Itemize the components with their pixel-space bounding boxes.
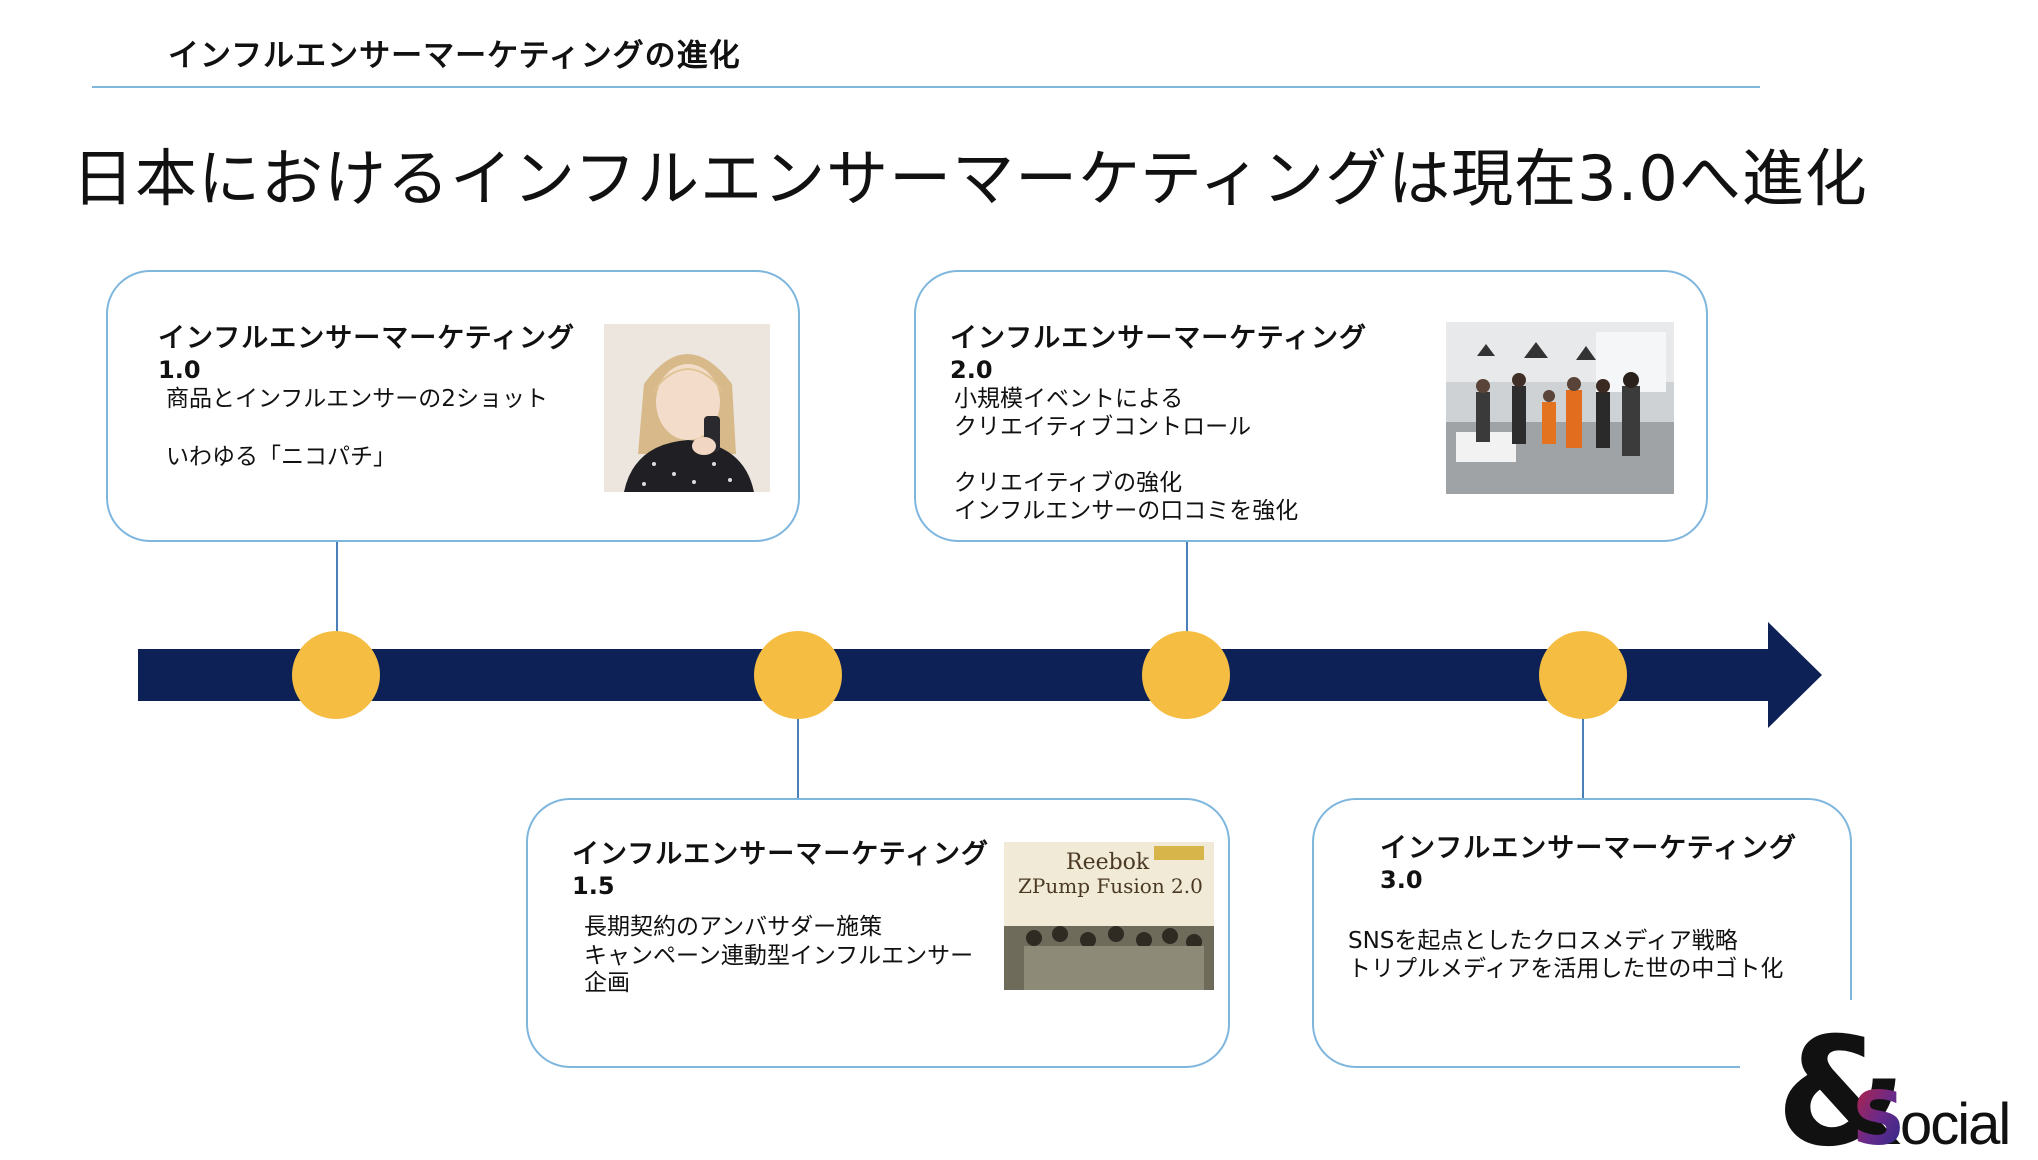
card-influencer-2-0: インフルエンサーマーケティング 2.0 小規模イベントによる クリエイティブコン…	[914, 270, 1708, 542]
card-text-line: いわゆる「ニコパチ」	[166, 444, 396, 470]
card-version: 2.0	[950, 356, 993, 384]
card-text-line: クリエイティブコントロール	[954, 414, 1252, 440]
card-text-line: 長期契約のアンバサダー施策	[584, 914, 883, 940]
photo-caption-product: ZPump Fusion 2.0	[1018, 874, 1203, 898]
social-logo: & S ocial	[1776, 1006, 2012, 1160]
card-influencer-1-0: インフルエンサーマーケティング 1.0 商品とインフルエンサーの2ショット いわ…	[106, 270, 800, 542]
card-version: 3.0	[1380, 866, 1423, 894]
card-text-line: SNSを起点としたクロスメディア戦略	[1348, 928, 1738, 954]
page-title: 日本におけるインフルエンサーマーケティングは現在3.0へ進化	[72, 142, 1868, 215]
card-version: 1.0	[158, 356, 201, 384]
logo-brand-rest: ocial	[1900, 1092, 2009, 1156]
timeline-dot-1	[292, 631, 380, 719]
section-header: インフルエンサーマーケティングの進化	[168, 38, 741, 74]
timeline-dot-4	[1539, 631, 1627, 719]
card-text-line: トリプルメディアを活用した世の中ゴト化	[1348, 956, 1784, 982]
connector-line-2	[797, 718, 799, 800]
reebok-event-photo: Reebok ZPump Fusion 2.0	[1004, 842, 1214, 990]
card-text-line: 小規模イベントによる	[954, 386, 1184, 412]
timeline-dot-2	[754, 631, 842, 719]
card-title: インフルエンサーマーケティング	[1380, 833, 1798, 864]
timeline-arrow-head	[1768, 622, 1822, 728]
card-text-line: クリエイティブの強化	[954, 470, 1183, 496]
card-text-line: 企画	[584, 970, 630, 996]
card-text-line: インフルエンサーの口コミを強化	[954, 498, 1299, 524]
salon-event-photo	[1446, 322, 1674, 494]
connector-line-4	[1582, 718, 1584, 800]
connector-line-1	[336, 542, 338, 638]
photo-caption-brand: Reebok	[1066, 850, 1150, 875]
card-influencer-1-5: インフルエンサーマーケティング 1.5 長期契約のアンバサダー施策 キャンペーン…	[526, 798, 1230, 1068]
timeline-dot-3	[1142, 631, 1230, 719]
influencer-portrait-photo	[604, 324, 770, 492]
logo-backdrop	[1740, 1000, 1860, 1080]
card-title: インフルエンサーマーケティング	[572, 839, 990, 870]
connector-line-3	[1186, 542, 1188, 638]
card-text-line: キャンペーン連動型インフルエンサー	[584, 943, 974, 969]
header-divider	[92, 86, 1760, 88]
logo-s-letter: S	[1852, 1076, 1905, 1156]
card-title: インフルエンサーマーケティング	[158, 323, 576, 354]
timeline-arrow-shaft	[138, 649, 1770, 701]
card-title: インフルエンサーマーケティング	[950, 323, 1368, 354]
card-text-line: 商品とインフルエンサーの2ショット	[166, 386, 548, 412]
logo-ampersand: &	[1782, 1016, 1907, 1156]
card-version: 1.5	[572, 872, 615, 900]
